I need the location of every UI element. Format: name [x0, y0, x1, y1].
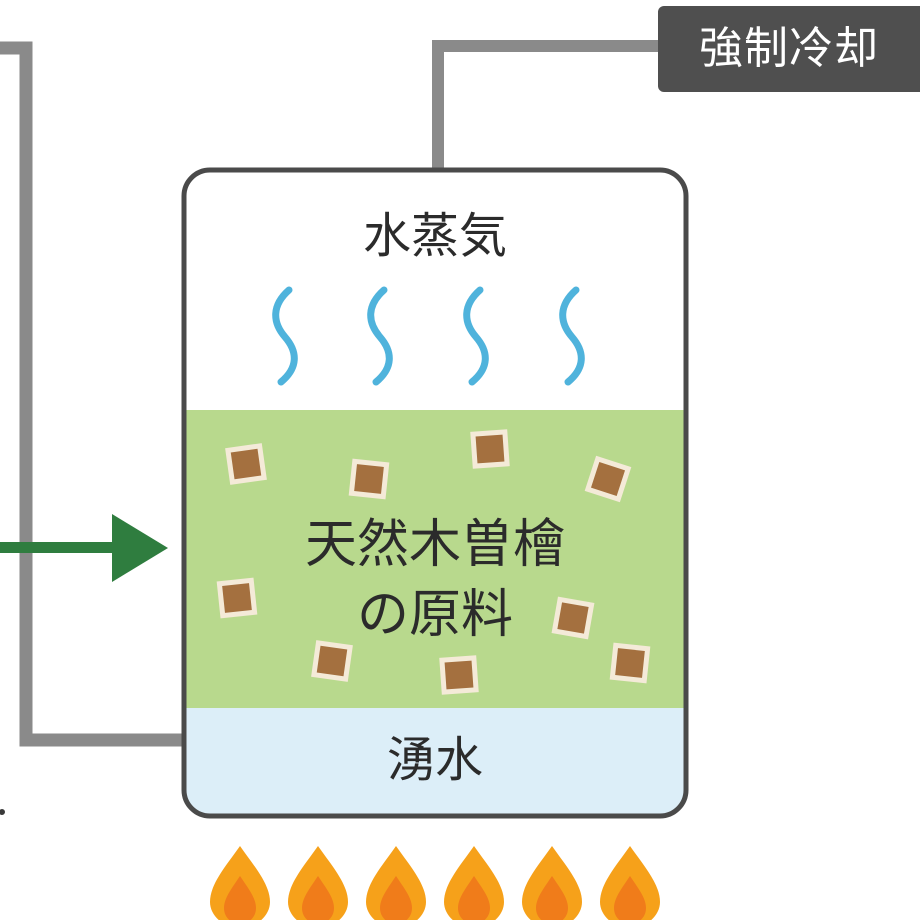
flame-icon	[210, 846, 270, 920]
spring-water-label: 湧水	[386, 732, 483, 788]
wood-chip-icon	[311, 640, 353, 682]
forced-cooling-label: 強制冷却	[658, 6, 920, 92]
edge-dot	[0, 809, 5, 815]
cooling-pipe	[432, 40, 660, 170]
material-label-line1: 天然木曽檜	[304, 515, 565, 575]
steam-label: 水蒸気	[362, 208, 507, 264]
steam-wave-icon	[367, 286, 393, 386]
flame-icon	[366, 846, 426, 920]
arrow-right-icon	[0, 514, 168, 582]
vessel	[181, 167, 689, 819]
wood-chip-icon	[348, 458, 390, 500]
return-pipe	[0, 41, 185, 747]
steam-waves	[272, 286, 585, 386]
flame-icon	[444, 846, 504, 920]
flames	[210, 846, 660, 920]
flame-icon	[522, 846, 582, 920]
wood-chip-icon	[470, 429, 510, 469]
wood-chips	[216, 429, 651, 695]
wood-chip-icon	[551, 596, 595, 640]
steam-wave-icon	[272, 286, 298, 386]
steam-wave-icon	[463, 286, 489, 386]
material-label-line2: の原料	[356, 585, 513, 645]
wood-chip-icon	[584, 455, 632, 503]
wood-chip-icon	[609, 642, 651, 684]
flame-icon	[288, 846, 348, 920]
flame-icon	[600, 846, 660, 920]
steam-wave-icon	[559, 286, 585, 386]
wood-chip-icon	[216, 577, 258, 619]
water-layer	[184, 708, 686, 816]
wood-chip-icon	[225, 443, 267, 485]
steam-layer	[184, 170, 686, 410]
wood-chip-icon	[439, 655, 479, 695]
